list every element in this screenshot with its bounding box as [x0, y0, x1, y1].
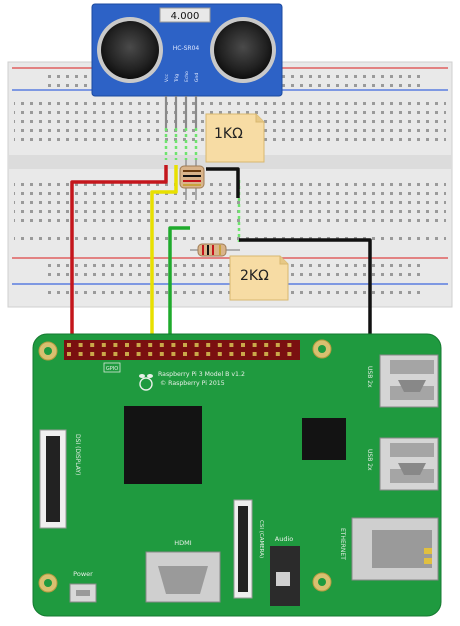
gpio-pin [78, 343, 83, 347]
audio-label: Audio [275, 535, 293, 543]
gpio-pin [241, 343, 245, 347]
gpio-pin [252, 352, 257, 356]
wire-black [206, 167, 240, 198]
gpio-pin [241, 352, 245, 356]
gpio-label: GPIO [106, 366, 118, 372]
board-copyright: © Raspberry Pi 2015 [160, 379, 225, 387]
note-1k-label: 1KΩ [214, 126, 243, 142]
gpio-pin [125, 343, 129, 347]
usb-port-2 [379, 437, 439, 491]
power-label: Power [73, 570, 93, 578]
csi-connector: CSI (CAMERA) [233, 499, 264, 599]
usb-port-1 [379, 354, 439, 408]
gpio-pin [78, 352, 83, 356]
gpio-pin [125, 352, 129, 356]
gpio-pin [159, 343, 164, 347]
gpio-pin [90, 343, 95, 347]
gpio-pin [287, 352, 292, 356]
column-highlights [164, 128, 241, 242]
sensor-display: 4.000 [171, 11, 200, 22]
gpio-pin [101, 343, 106, 347]
gpio-pin [171, 343, 176, 347]
sensor-pin-echo: Echo [184, 71, 190, 82]
resistor-1k [179, 160, 205, 200]
power-port [69, 583, 97, 603]
gpio-pin [217, 343, 222, 347]
hdmi-label: HDMI [174, 539, 192, 547]
board-name: Raspberry Pi 3 Model B v1.2 [158, 371, 245, 378]
sensor-pin-trig: Trig [174, 74, 180, 83]
gpio-pin [90, 352, 95, 356]
hdmi-port [145, 551, 221, 603]
usb-label-2: USB 2x [366, 449, 373, 471]
wire-yellow [150, 165, 178, 348]
dsi-label: DSI (DISPLAY) [74, 434, 81, 475]
ultrasonic-sensor: 4.000 HC-SR04 Vcc Trig Echo Gnd [91, 3, 283, 128]
gpio-pin [101, 352, 106, 356]
gpio-pin [113, 352, 118, 356]
raspberry-pi-board: GPIO Raspberry Pi 3 Model B v1.2 © Raspb… [32, 333, 442, 617]
soc-chip [124, 406, 202, 484]
dsi-connector: DSI (DISPLAY) [39, 429, 81, 529]
gpio-pin [287, 343, 292, 347]
wire-green [168, 226, 190, 348]
gpio-pin [206, 343, 211, 347]
gpio-pin [113, 343, 118, 347]
gpio-pin [171, 352, 176, 356]
gpio-pin [148, 352, 153, 356]
gpio-pin [264, 352, 269, 356]
gpio-pin [275, 343, 280, 347]
gpio-pin [183, 343, 187, 347]
note-2k: 2KΩ [229, 255, 289, 301]
wire-red [70, 165, 168, 348]
gpio-pin [67, 343, 71, 347]
gpio-pin [136, 343, 141, 347]
lan-chip [302, 418, 346, 460]
gpio-pin [275, 352, 280, 356]
gpio-pin [264, 343, 269, 347]
gpio-pin [229, 343, 234, 347]
raspberry-logo [139, 374, 153, 391]
ethernet-label: ETHERNET [339, 528, 346, 560]
sensor-pin-vcc: Vcc [164, 73, 170, 82]
gpio-header: GPIO [64, 340, 300, 373]
note-2k-label: 2KΩ [240, 268, 269, 284]
sensor-pin-gnd: Gnd [194, 73, 200, 82]
csi-label: CSI (CAMERA) [258, 520, 264, 558]
gpio-pin [194, 352, 199, 356]
gpio-pin [229, 352, 234, 356]
gpio-pin [217, 352, 222, 356]
gpio-pin [252, 343, 257, 347]
gpio-pin [206, 352, 211, 356]
gpio-pin [148, 343, 153, 347]
gpio-pin [194, 343, 199, 347]
audio-jack [270, 546, 300, 606]
gpio-pin [183, 352, 187, 356]
note-1k: 1KΩ [205, 113, 265, 163]
ethernet-port [351, 517, 439, 581]
usb-label-1: USB 2x [366, 366, 373, 388]
gpio-pin [159, 352, 164, 356]
gpio-pin [67, 352, 71, 356]
sensor-model: HC-SR04 [173, 45, 200, 52]
resistor-2k [190, 243, 240, 257]
gpio-pin [136, 352, 141, 356]
